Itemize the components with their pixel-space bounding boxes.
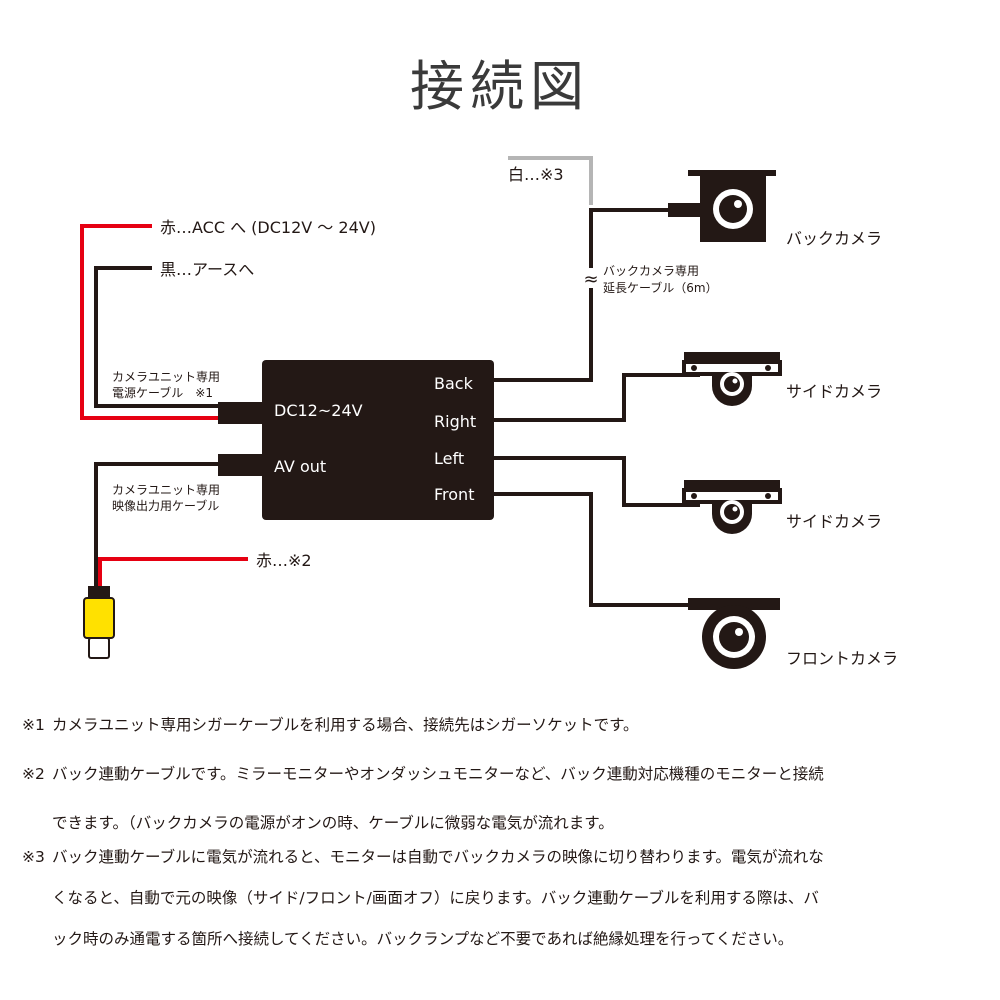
side-camera-right xyxy=(682,352,782,406)
connection-diagram: ≈ DC12~24V AV out Back Right Left Front … xyxy=(80,156,898,669)
video-cable xyxy=(94,462,222,590)
note-1-mark: ※1 xyxy=(22,716,45,734)
front-camera-label: フロントカメラ xyxy=(786,649,898,668)
extension-label-2: 延長ケーブル（6m） xyxy=(603,280,718,295)
note-1: ※1 カメラユニット専用シガーケーブルを利用する場合、接続先はシガーソケットです。 xyxy=(22,706,982,745)
note-3-line-3: ック時のみ通電する箇所へ接続してください。バックランプなど不要であれば絶縁処理を… xyxy=(52,930,794,948)
side-camera-left-label: サイドカメラ xyxy=(786,512,882,531)
front-camera xyxy=(688,598,780,669)
port-left-label: Left xyxy=(434,449,464,468)
control-unit xyxy=(262,360,494,520)
approx-symbol: ≈ xyxy=(583,269,598,290)
power-cable-label-2: 電源ケーブル ※1 xyxy=(112,385,213,400)
red-reverse-label: 赤…※2 xyxy=(256,551,312,570)
page-title: 接続図 xyxy=(410,55,590,118)
red-acc-label: 赤…ACC へ (DC12V 〜 24V) xyxy=(160,218,376,237)
note-3-line-2: くなると、自動で元の映像（サイド/フロント/画面オフ）に戻ります。バック連動ケー… xyxy=(52,889,819,907)
side-camera-left xyxy=(682,480,782,534)
video-cable-label-2: 映像出力用ケーブル xyxy=(112,498,219,513)
black-ground-wire xyxy=(94,266,222,408)
note-2-mark: ※2 xyxy=(22,765,45,783)
red-reverse-wire xyxy=(98,557,248,590)
extension-label-1: バックカメラ専用 xyxy=(603,264,699,278)
unit-av-label: AV out xyxy=(274,457,326,476)
white-reverse-label: 白…※3 xyxy=(508,165,564,184)
video-connector xyxy=(218,454,262,476)
black-ground-label: 黒…アースへ xyxy=(160,260,254,279)
left-camera-wire xyxy=(494,456,700,507)
port-front-label: Front xyxy=(434,485,474,504)
note-2: ※2 バック連動ケーブルです。ミラーモニターやオンダッシュモニターなど、バック連動… xyxy=(22,755,982,843)
white-reverse-wire xyxy=(508,156,593,205)
port-back-label: Back xyxy=(434,374,474,393)
note-2-line-2: できます。（バックカメラの電源がオンの時、ケーブルに微弱な電気が流れます。 xyxy=(52,814,614,832)
back-camera xyxy=(668,170,776,242)
side-camera-right-label: サイドカメラ xyxy=(786,382,882,401)
port-right-label: Right xyxy=(434,412,476,431)
note-1-line-1: カメラユニット専用シガーケーブルを利用する場合、接続先はシガーソケットです。 xyxy=(52,716,639,734)
note-2-line-1: バック連動ケーブルです。ミラーモニターやオンダッシュモニターなど、バック連動対応… xyxy=(52,765,824,783)
power-cable-label-1: カメラユニット専用 xyxy=(112,370,220,384)
video-cable-label-1: カメラユニット専用 xyxy=(112,483,220,497)
note-3: ※3 バック連動ケーブルに電気が流れると、モニターは自動でバックカメラの映像に切り… xyxy=(22,838,982,959)
back-extension-cable xyxy=(494,208,670,382)
front-camera-wire xyxy=(494,492,690,607)
note-3-line-1: バック連動ケーブルに電気が流れると、モニターは自動でバックカメラの映像に切り替わ… xyxy=(52,848,824,866)
right-camera-wire xyxy=(494,373,700,422)
note-3-mark: ※3 xyxy=(22,848,45,866)
red-acc-wire xyxy=(80,224,222,420)
back-camera-label: バックカメラ xyxy=(786,229,882,248)
power-connector xyxy=(218,402,262,424)
unit-power-label: DC12~24V xyxy=(274,401,363,420)
rca-plug xyxy=(83,586,115,659)
